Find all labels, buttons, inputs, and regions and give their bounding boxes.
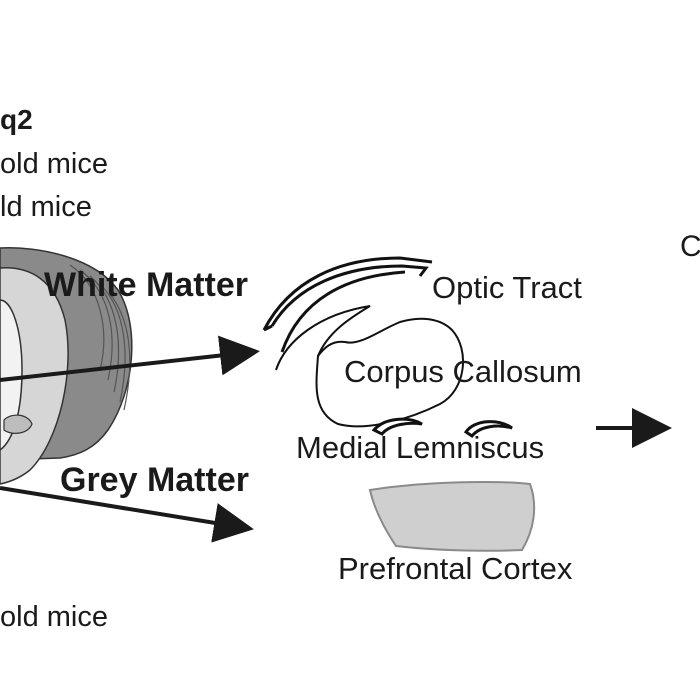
arrow-grey-matter [0, 486, 254, 543]
label-white-matter: White Matter [44, 266, 248, 304]
label-prefrontal-cortex: Prefrontal Cortex [338, 551, 573, 586]
brain-section-illustration [0, 247, 133, 485]
label-right-edge-fragment: C [680, 230, 700, 263]
medial-lemniscus-shapes [371, 417, 513, 439]
corpus-callosum-shape [275, 305, 465, 428]
brain-small-structure [3, 414, 33, 434]
arrows [0, 335, 672, 543]
optic-tract-shape [262, 256, 433, 353]
legend-fragment-3: old mice [0, 601, 108, 633]
brain-fiber-lines [69, 264, 131, 411]
arrow-white-matter [0, 335, 260, 382]
label-medial-lemniscus: Medial Lemniscus [296, 430, 545, 465]
label-optic-tract: Optic Tract [432, 270, 582, 305]
prefrontal-cortex-shape [368, 481, 536, 552]
legend-fragment-2: ld mice [0, 191, 92, 223]
brain-inner-white-region [0, 299, 23, 451]
legend-fragment-1: old mice [0, 148, 108, 180]
label-corpus-callosum: Corpus Callosum [344, 354, 582, 389]
title-fragment: q2 [0, 104, 33, 135]
label-grey-matter: Grey Matter [60, 461, 249, 499]
